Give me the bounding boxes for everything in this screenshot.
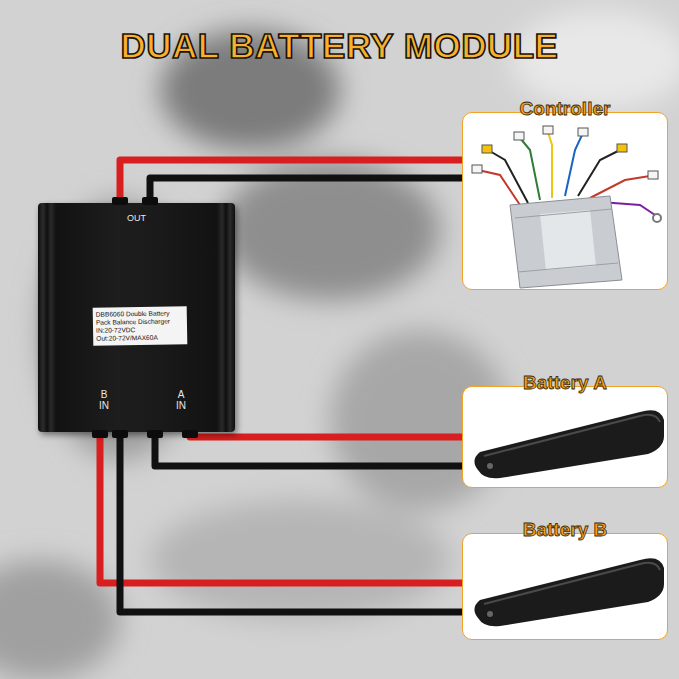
battery-card: Battery A bbox=[462, 386, 668, 488]
connector-plug bbox=[543, 126, 553, 134]
battery-a-illustration bbox=[474, 410, 664, 478]
controller-wire bbox=[565, 135, 582, 196]
battery-body bbox=[474, 410, 664, 478]
battery-module: OUT DBB6060 Double Battery Pack Balance D… bbox=[38, 203, 235, 432]
module-glands bbox=[92, 197, 198, 438]
cable-gland bbox=[112, 430, 128, 438]
port-label: OUT bbox=[38, 213, 235, 223]
controller-label bbox=[540, 210, 596, 270]
controller-wire bbox=[548, 132, 552, 198]
battery-lock bbox=[487, 463, 493, 469]
controller-illustration bbox=[472, 126, 661, 288]
spec-text: DBB6060 Double Battery Pack Balance Disc… bbox=[96, 309, 184, 327]
connector-plug bbox=[648, 171, 658, 179]
ring-terminal bbox=[653, 214, 661, 222]
controller-wire bbox=[600, 202, 655, 215]
power-wire bbox=[120, 432, 462, 612]
battery-body bbox=[474, 558, 664, 626]
power-wire bbox=[120, 160, 462, 203]
cable-gland bbox=[147, 430, 163, 438]
spec-text: IN:20-72VDC bbox=[96, 325, 184, 335]
controller-card: Controller bbox=[462, 112, 668, 290]
battery-b-illustration bbox=[474, 558, 664, 626]
spec-text: Out:20-72V/MAX60A bbox=[96, 333, 184, 343]
blurred-rider bbox=[0, 10, 679, 679]
power-wire bbox=[100, 432, 462, 583]
controller-fin bbox=[518, 263, 618, 272]
connector-plug bbox=[617, 144, 627, 152]
power-wire bbox=[190, 432, 462, 437]
cable-gland bbox=[112, 197, 128, 205]
controller-wire bbox=[578, 150, 620, 196]
connector-plug bbox=[472, 165, 482, 173]
card-title: Battery B bbox=[463, 519, 667, 541]
blur-shape bbox=[150, 500, 450, 620]
spec-plate: DBB6060 Double Battery Pack Balance Disc… bbox=[93, 306, 188, 346]
port-label: A IN bbox=[174, 389, 188, 411]
card-title: Battery A bbox=[463, 372, 667, 394]
card-title: Controller bbox=[463, 98, 667, 120]
controller-wire bbox=[520, 138, 540, 200]
port-label: B IN bbox=[97, 389, 111, 411]
battery-card: Battery B bbox=[462, 533, 668, 640]
controller-box bbox=[510, 196, 622, 288]
connector-plug bbox=[514, 132, 524, 140]
battery-edge bbox=[484, 563, 660, 604]
cable-gland bbox=[142, 197, 158, 205]
connector-plug bbox=[482, 145, 492, 153]
cable-gland bbox=[182, 430, 198, 438]
cable-gland bbox=[92, 430, 108, 438]
power-wire bbox=[155, 432, 462, 466]
battery-edge bbox=[484, 415, 660, 456]
controller-wire bbox=[590, 176, 650, 198]
controller-fin bbox=[515, 209, 612, 218]
battery-lock bbox=[487, 611, 493, 617]
controller-wire bbox=[478, 170, 520, 205]
diagram-title: DUAL BATTERY MODULE bbox=[0, 26, 679, 66]
connector-plug bbox=[578, 128, 588, 136]
power-wire bbox=[150, 178, 462, 203]
controller-wire bbox=[488, 150, 528, 203]
